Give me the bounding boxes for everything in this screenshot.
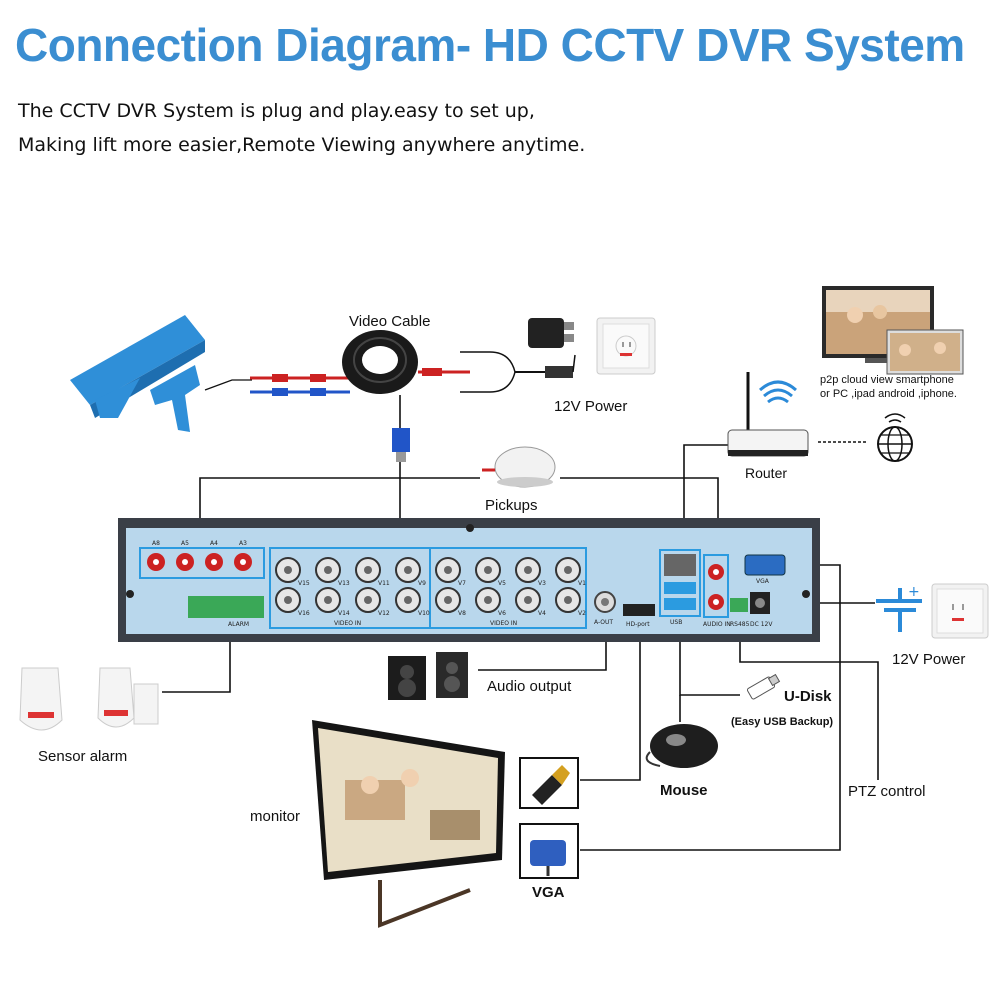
udisk-note: (Easy USB Backup) — [731, 716, 834, 728]
wall-socket-right-icon — [931, 583, 989, 639]
bnc-port-label: V16 — [298, 610, 310, 617]
power-adapter-icon — [528, 318, 574, 348]
video-in-label-left: VIDEO IN — [334, 620, 361, 627]
udisk-label: U-Disk — [784, 688, 832, 705]
bnc-port-center — [564, 596, 572, 604]
bnc-port-center — [284, 566, 292, 574]
dc-label: DC 12V — [750, 621, 773, 628]
power-label-top: 12V Power — [554, 398, 628, 415]
ptz-control-label: PTZ control — [848, 783, 926, 800]
bnc-port-center — [524, 596, 532, 604]
pickups-label: Pickups — [485, 497, 538, 514]
bnc-port-label: V11 — [378, 580, 390, 587]
hdmi-cable-icon — [519, 757, 579, 809]
bnc-port-center — [364, 566, 372, 574]
bnc-port-label: V12 — [378, 610, 390, 617]
p2p-label-line1: p2p cloud view smartphone — [820, 374, 954, 386]
monitor-label: monitor — [250, 808, 301, 825]
bnc-port-center — [444, 596, 452, 604]
dvr-panel-labels: A8 A5 A4 A3 ALARM VIDEO IN VIDEO IN A-OUT H… — [152, 540, 773, 628]
pickup-microphone-icon — [482, 446, 556, 488]
bnc-port-center — [324, 596, 332, 604]
alarm-in-label: A4 — [210, 540, 218, 547]
p2p-label-line2: or PC ,ipad android ,iphone. — [820, 388, 957, 400]
bnc-port-center — [444, 566, 452, 574]
bnc-port-label: V5 — [498, 580, 506, 587]
bnc-port-center — [524, 566, 532, 574]
alarm-in-label: A8 — [152, 540, 160, 547]
bnc-port-center — [324, 566, 332, 574]
bnc-port-center — [484, 566, 492, 574]
video-in-label-right: VIDEO IN — [490, 620, 517, 627]
alarm-in-label: A3 — [239, 540, 247, 547]
monitor-icon — [312, 720, 505, 928]
alarm-rca-center — [182, 559, 188, 565]
alarm-rca-center — [211, 559, 217, 565]
bnc-port-center — [564, 566, 572, 574]
hdmi-label: HD-port — [626, 621, 650, 628]
power-splitter-icon — [460, 351, 576, 393]
svg-text:+: + — [908, 584, 920, 600]
bnc-port-label: V4 — [538, 610, 546, 617]
vga-port-label: VGA — [756, 578, 770, 585]
bnc-port-label: V7 — [458, 580, 466, 587]
mouse-icon — [645, 724, 718, 768]
bnc-port-label: V10 — [418, 610, 430, 617]
bnc-port-label: V3 — [538, 580, 546, 587]
bnc-port-label: V9 — [418, 580, 426, 587]
alarm-rca-center — [240, 559, 246, 565]
usb-label: USB — [670, 619, 682, 626]
subtitle-line-1: The CCTV DVR System is plug and play.eas… — [18, 100, 535, 122]
wall-socket-icon — [596, 317, 656, 375]
audio-out-label: A-OUT — [594, 619, 613, 626]
sensor-alarm-icon — [19, 667, 159, 731]
alarm-block-label: ALARM — [228, 621, 249, 628]
bnc-port-label: V14 — [338, 610, 350, 617]
bnc-port-label: V8 — [458, 610, 466, 617]
vga-cable-icon — [519, 823, 579, 879]
router-icon — [727, 372, 809, 457]
mouse-label: Mouse — [660, 782, 708, 799]
router-label: Router — [745, 465, 788, 481]
video-cable-icon — [250, 330, 470, 462]
page-title: Connection Diagram- HD CCTV DVR System — [15, 19, 965, 71]
dc-power-icon: + — [876, 584, 922, 632]
alarm-rca-center — [153, 559, 159, 565]
rs485-label: RS485 — [730, 621, 750, 628]
power-label-right: 12V Power — [892, 651, 966, 668]
bnc-port-center — [404, 596, 412, 604]
bnc-port-center — [364, 596, 372, 604]
bnc-port-label: V15 — [298, 580, 310, 587]
bnc-port-center — [404, 566, 412, 574]
usb-drive-icon — [746, 673, 781, 700]
bnc-port-label: V2 — [578, 610, 586, 617]
alarm-in-label: A5 — [181, 540, 189, 547]
camera-icon — [70, 315, 252, 432]
subtitle-line-2: Making lift more easier,Remote Viewing a… — [18, 134, 586, 156]
audio-output-label: Audio output — [487, 678, 572, 695]
vga-label: VGA — [532, 884, 565, 901]
speakers-icon — [388, 652, 468, 700]
bnc-port-center — [284, 596, 292, 604]
bnc-port-label: V6 — [498, 610, 506, 617]
p2p-devices-icon — [822, 286, 964, 375]
audio-in-label: AUDIO IN — [703, 621, 731, 628]
bnc-port-center — [484, 596, 492, 604]
sensor-alarm-label: Sensor alarm — [38, 748, 128, 765]
globe-icon — [877, 413, 913, 462]
bnc-port-label: V1 — [578, 580, 586, 587]
video-cable-label: Video Cable — [349, 313, 431, 330]
bnc-port-label: V13 — [338, 580, 350, 587]
